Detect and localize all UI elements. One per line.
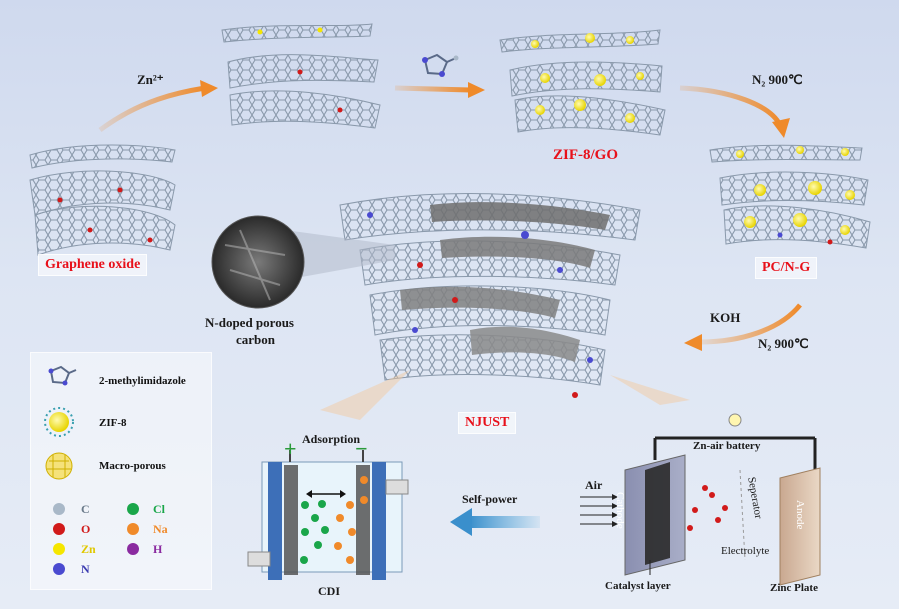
beam-right [610, 375, 690, 405]
legend-label-0: 2-methylimidazole [99, 375, 186, 387]
minus-sign: − [355, 436, 368, 461]
pc-ng-sheets [709, 144, 871, 249]
koh-label: KOH [710, 310, 741, 325]
graphene-oxide-label: Graphene oxide [38, 254, 148, 276]
legend-el-o: O [81, 522, 91, 536]
self-power-label: Self-power [462, 492, 518, 506]
zn2-label: Zn²⁺ [137, 72, 164, 87]
ligand-arrow-head [468, 82, 485, 98]
legend-dot-na [127, 523, 139, 535]
electrolyte-label: Electrolyte [721, 545, 770, 557]
pyrolysis-arrow-head [772, 118, 790, 138]
legend-dot-h [127, 543, 139, 555]
legend-panel: 2-methylimidazole ZIF-8 Macro-porous C C… [30, 352, 212, 590]
legend-dot-zn [53, 543, 65, 555]
legend-dot-c [53, 503, 65, 515]
legend-dot-o [53, 523, 65, 535]
macro-porous-icon [45, 452, 73, 480]
njust-label: NJUST [458, 412, 517, 434]
legend-el-n: N [81, 562, 90, 576]
air-label: Air [585, 478, 603, 492]
carbon-label: carbon [236, 332, 275, 347]
adsorption-label: Adsorption [302, 432, 361, 446]
n-doped-label: N-doped porous [205, 315, 294, 330]
zn-graphene-sheets [221, 23, 381, 129]
njust-carbon-stack [339, 193, 641, 398]
legend-dot-cl [127, 503, 139, 515]
cdi-label: CDI [318, 584, 341, 598]
plus-sign: + [284, 436, 297, 461]
sem-callout [285, 230, 395, 280]
anode-label: Anode [794, 500, 806, 530]
2-methylimidazole-icon [48, 365, 77, 386]
koh-arrow-head [684, 334, 702, 351]
zn-air-battery-label: Zn-air battery [693, 440, 761, 452]
catalyst-layer-label: Catalyst layer [605, 580, 671, 592]
zinc-plate-label: Zinc Plate [770, 582, 818, 594]
legend-el-h: H [153, 542, 163, 556]
legend-el-c: C [81, 502, 90, 516]
n2-900-top-label: N₂ 900℃ [752, 72, 803, 87]
legend-el-zn: Zn [81, 542, 96, 556]
n2-900-bottom-label: N₂ 900℃ [758, 336, 809, 351]
zif8-go-label: ZIF-8/GO [553, 147, 619, 163]
cathode-label: Cathode [614, 492, 626, 529]
graphene-oxide-sheets [29, 144, 176, 256]
legend-label-2: Macro-porous [99, 460, 166, 472]
beam-left [320, 370, 410, 420]
2-methylimidazole-icon-top [422, 53, 459, 77]
pyrolysis-arrow [679, 85, 783, 127]
pc-ng-label: PC/N-G [755, 257, 818, 279]
self-power-arrow [470, 516, 540, 528]
self-power-arrow-head [450, 508, 472, 536]
zif8-icon [44, 407, 74, 437]
zn-air-battery [580, 413, 821, 586]
legend-label-1: ZIF-8 [99, 417, 127, 429]
zn-arrow-head [200, 80, 218, 97]
legend-el-na: Na [153, 522, 168, 536]
legend-el-cl: Cl [153, 502, 165, 516]
ligand-arrow [394, 85, 471, 93]
sem-image [211, 215, 305, 309]
koh-arrow [699, 303, 802, 345]
zn-arrow [98, 85, 206, 133]
legend-dot-n [53, 563, 65, 575]
zif8-go-sheets [499, 29, 666, 136]
cdi-cell [247, 450, 409, 580]
